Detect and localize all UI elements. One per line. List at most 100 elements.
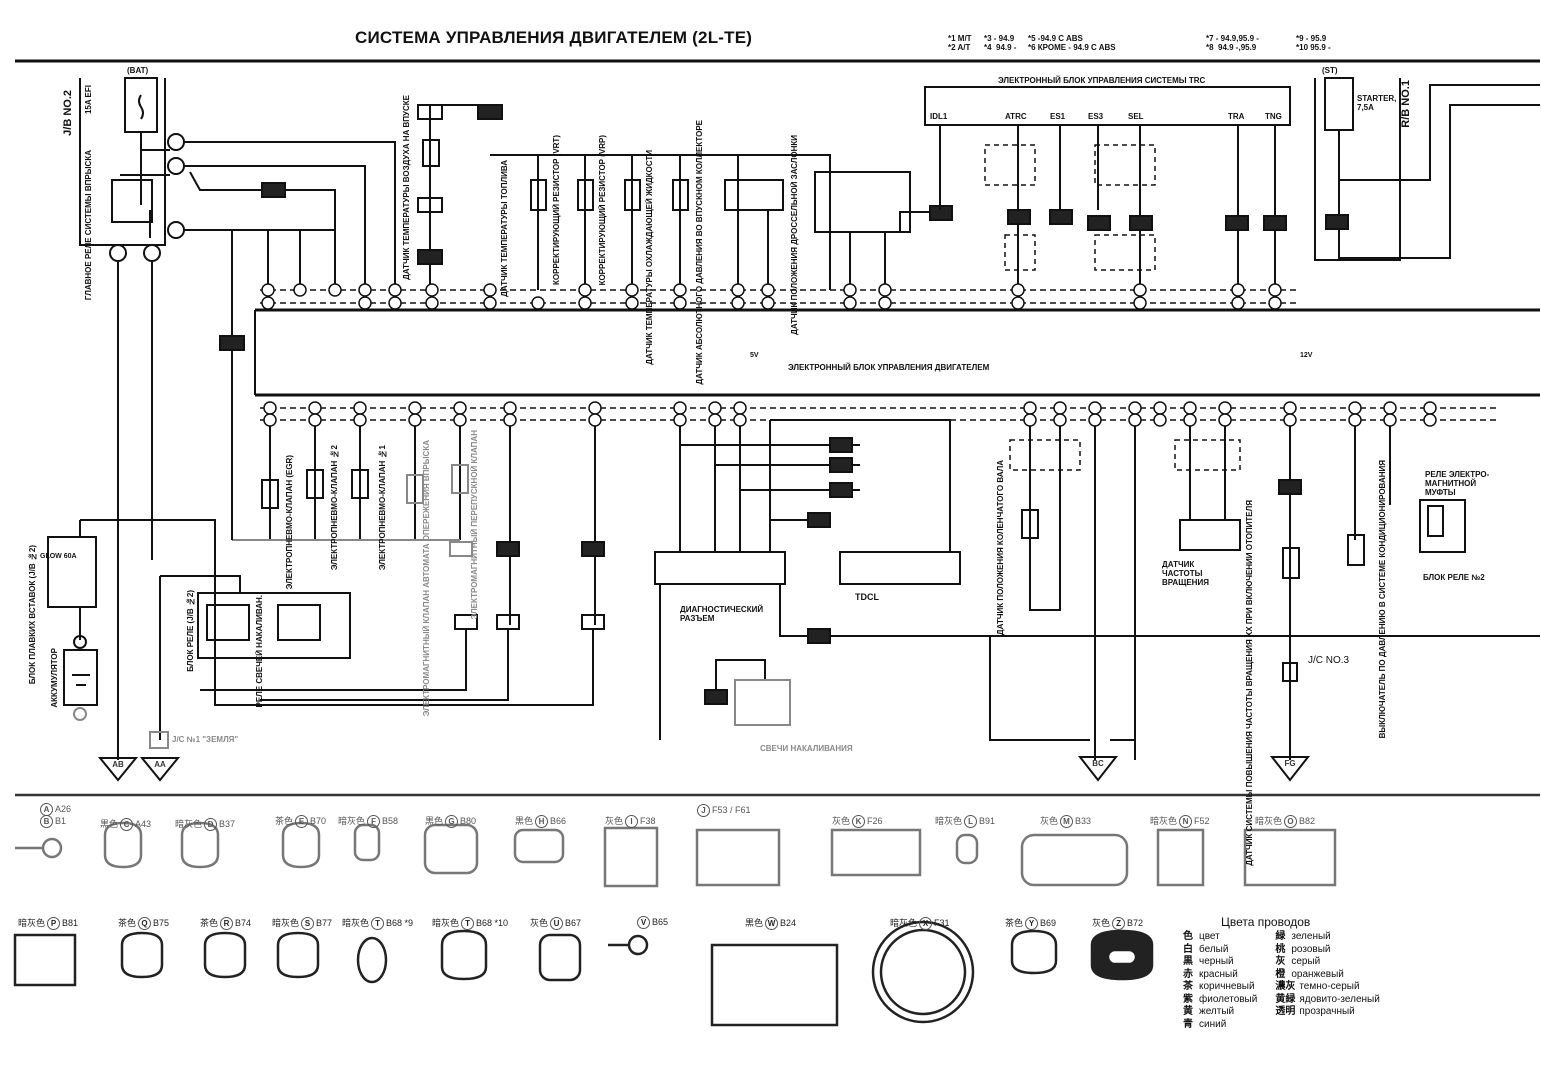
note-10: *10 95.9 -: [1296, 43, 1331, 52]
bf2-junction-low: [417, 249, 443, 265]
trc-ecu-box: [924, 86, 1291, 126]
main-relay-label: ГЛАВНОЕ РЕЛЕ СИСТЕМЫ ВПРЫСКА: [84, 150, 93, 301]
sensor-g-label: ДАТЧИК АБСОЛЮТНОГО ДАВЛЕНИЯ ВО ВПУСКНОМ …: [695, 120, 704, 385]
note-5: *5 -94.9 C ABS: [1028, 34, 1083, 43]
diag-connector-label: ДИАГНОСТИЧЕСКИЙ РАЗЪЕМ: [680, 605, 764, 623]
bf1-junction-left: [219, 335, 245, 351]
bf2-junction-top: [477, 104, 503, 120]
st-label: (ST): [1322, 66, 1338, 75]
conn-2a-a: [109, 244, 127, 262]
trc-pin-es3: ES3: [1088, 112, 1104, 121]
relay-block-2-box: [1419, 499, 1466, 553]
conn-2a-b: [143, 244, 161, 262]
voltage-5v: 5V: [750, 352, 759, 359]
ac-pressure-switch: [1347, 534, 1365, 566]
valve-2-label: ЭЛЕКТРОПНЕВМО-КЛАПАН №2: [330, 445, 339, 571]
glow-plugs-label: СВЕЧИ НАКАЛИВАНИЯ: [760, 744, 853, 753]
ground-fg: [1269, 756, 1311, 782]
note-7: *7 - 94.9,95.9 -: [1206, 34, 1259, 43]
trc-pin-tra: TRA: [1228, 112, 1245, 121]
note-1: *1 M/T: [948, 34, 972, 43]
tcv-coil: [406, 474, 424, 504]
starter-fuse-box: [1324, 77, 1354, 131]
trc-pin-idl1: IDL1: [930, 112, 948, 121]
engine-ecu-label: ЭЛЕКТРОННЫЙ БЛОК УПРАВЛЕНИЯ ДВИГАТЕЛЕМ: [788, 363, 990, 372]
bat-fuse-box: [124, 77, 158, 133]
main-relay-box: [111, 179, 153, 223]
sensor-f-label: ДАТЧИК ТЕМПЕРАТУРЫ ОХЛАЖДАЮЩЕЙ ЖИДКОСТИ: [645, 150, 654, 365]
valve-1-coil: [351, 469, 369, 499]
sensor-f-resistor: [672, 179, 689, 211]
glow-fuse-block-label: БЛОК ПЛАВКИХ ВСТАВОК (J/B №2): [28, 545, 37, 685]
glow-fuse-box: [47, 536, 97, 608]
battery-label: АККУМУЛЯТОР: [50, 648, 59, 708]
footnotes: *1 M/T *2 A/T *3 - 94.9 *4 94.9 - *5 -94…: [948, 34, 1331, 133]
sensor-e-resistor: [624, 179, 641, 211]
note-6: *6 КРОМЕ - 94.9 C ABS: [1028, 43, 1116, 52]
sensor-l-resistor: [530, 179, 547, 211]
crank-sensor-coil: [1021, 509, 1039, 539]
conn-2c-a: [167, 133, 185, 151]
sensor-c-resistor: [422, 139, 440, 167]
conn-a: [73, 635, 87, 649]
sensor-l-label: ДАТЧИК ТЕМПЕРАТУРЫ ТОПЛИВА: [500, 160, 509, 297]
trc-ecu-label: ЭЛЕКТРОННЫЙ БЛОК УПРАВЛЕНИЯ СИСТЕМЫ TRC: [998, 76, 1206, 85]
voltage-12v: 12V: [1300, 352, 1313, 359]
trc-pin-atrc: ATRC: [1005, 112, 1027, 121]
tdcl-box: [839, 551, 961, 585]
ground-ab: [97, 757, 139, 782]
connector-shapes-row2: [13, 920, 1154, 1027]
legend-title: Цвета проводов: [1221, 915, 1311, 929]
trc-pin-tng: TNG: [1265, 112, 1282, 121]
relay-block-label: БЛОК РЕЛЕ (J/B №2): [186, 590, 195, 672]
valve-1-label: ЭЛЕКТРОПНЕВМО-КЛАПАН №1: [378, 445, 387, 571]
ecu-bottom-pin-circles: [263, 401, 1437, 427]
ground-fg-label: FG: [1284, 759, 1295, 768]
conn-b: [73, 707, 87, 721]
note-8: *8 94.9 -,95.9: [1206, 43, 1257, 52]
sensor-g-box: [724, 179, 784, 211]
conn-2c-b: [167, 157, 185, 175]
heater-switch: [1282, 547, 1300, 579]
ecu-top-pin-circles: [261, 283, 1282, 310]
sensor-e-label: КОРРЕКТИРУЮЩИЙ РЕЗИСТОР (VRP): [598, 135, 607, 286]
rb1-label: R/B NO.1: [1400, 80, 1412, 128]
trc-pin-sel: SEL: [1128, 112, 1144, 121]
glow-plugs-box: [734, 679, 791, 726]
mag-relay-label: РЕЛЕ ЭЛЕКТРО-МАГНИТНОЙ МУФТЫ: [1425, 470, 1490, 497]
page-title: СИСТЕМА УПРАВЛЕНИЯ ДВИГАТЕЛЕМ (2L-TE): [355, 28, 753, 47]
bat-label: (BAT): [127, 66, 149, 75]
